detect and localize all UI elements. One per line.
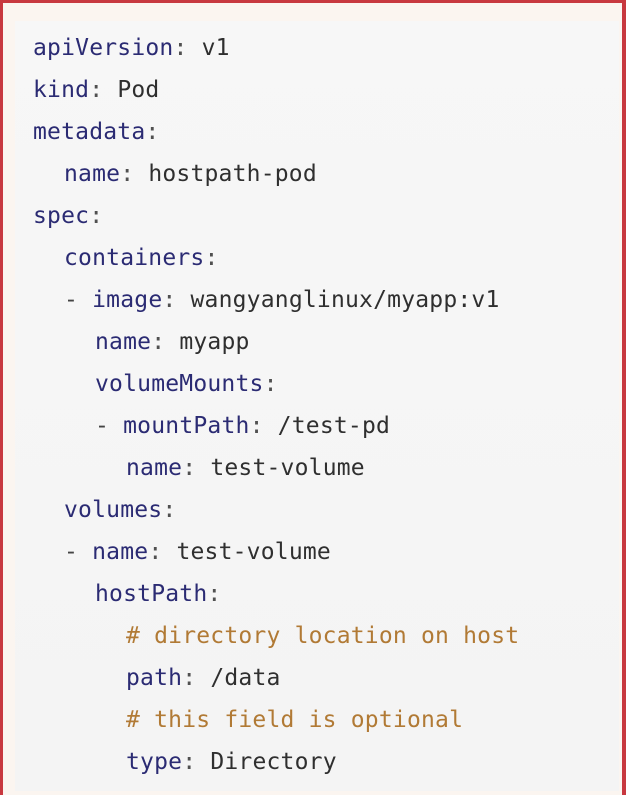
yaml-key: image xyxy=(92,287,163,313)
yaml-value: test-volume xyxy=(210,455,365,481)
yaml-colon: : xyxy=(263,371,278,397)
code-line-metadata-name: name: hostpath-pod xyxy=(64,159,317,189)
yaml-key: name xyxy=(126,455,183,481)
yaml-value: /data xyxy=(210,665,281,691)
yaml-colon: : xyxy=(182,749,211,775)
yaml-key: kind xyxy=(33,77,90,103)
code-line-volumemounts: volumeMounts: xyxy=(95,369,278,399)
yaml-colon: : xyxy=(151,329,180,355)
yaml-list-dash: - xyxy=(64,287,79,313)
yaml-key: containers xyxy=(64,245,205,271)
yaml-colon: : xyxy=(162,287,191,313)
yaml-list-dash: - xyxy=(64,539,79,565)
yaml-value: wangyanglinux/myapp:v1 xyxy=(190,287,500,313)
yaml-key: type xyxy=(126,749,183,775)
code-line-spec: spec: xyxy=(33,201,103,231)
yaml-value: /test-pd xyxy=(277,413,391,439)
code-line-kind: kind: Pod xyxy=(33,75,159,105)
yaml-key: volumes xyxy=(64,497,163,523)
yaml-comment: # directory location on host xyxy=(126,623,520,649)
yaml-code-block: apiVersion: v1 kind: Pod metadata: name:… xyxy=(15,21,619,791)
yaml-key: spec xyxy=(33,203,90,229)
yaml-key: name xyxy=(95,329,152,355)
yaml-key: name xyxy=(64,161,121,187)
yaml-colon: : xyxy=(162,497,177,523)
yaml-value: test-volume xyxy=(176,539,331,565)
yaml-colon: : xyxy=(145,119,160,145)
code-line-container-name: name: myapp xyxy=(95,327,250,357)
code-line-mount-name: name: test-volume xyxy=(126,453,365,483)
code-line-comment-optional: # this field is optional xyxy=(126,705,463,735)
yaml-colon: : xyxy=(89,203,104,229)
yaml-colon: : xyxy=(182,665,211,691)
yaml-colon: : xyxy=(204,245,219,271)
yaml-value: hostpath-pod xyxy=(148,161,317,187)
code-line-mountpath: - mountPath: /test-pd xyxy=(95,411,390,441)
slide-frame: apiVersion: v1 kind: Pod metadata: name:… xyxy=(3,3,622,795)
code-line-volume-name: - name: test-volume xyxy=(64,537,331,567)
yaml-colon: : xyxy=(173,35,202,61)
yaml-value: myapp xyxy=(179,329,250,355)
yaml-value: v1 xyxy=(201,35,230,61)
yaml-list-dash: - xyxy=(95,413,110,439)
code-line-comment-directory: # directory location on host xyxy=(126,621,519,651)
code-line-metadata: metadata: xyxy=(33,117,159,147)
yaml-colon: : xyxy=(182,455,211,481)
code-line-image: - image: wangyanglinux/myapp:v1 xyxy=(64,285,500,315)
yaml-colon: : xyxy=(120,161,149,187)
code-line-apiversion: apiVersion: v1 xyxy=(33,33,230,63)
yaml-colon: : xyxy=(148,539,177,565)
yaml-key: hostPath xyxy=(95,581,208,607)
yaml-key: apiVersion xyxy=(33,35,174,61)
yaml-key: volumeMounts xyxy=(95,371,264,397)
yaml-key: path xyxy=(126,665,183,691)
yaml-key: metadata xyxy=(33,119,146,145)
code-line-hostpath: hostPath: xyxy=(95,579,221,609)
yaml-key: mountPath xyxy=(123,413,250,439)
code-line-type: type: Directory xyxy=(126,747,337,777)
code-line-containers: containers: xyxy=(64,243,219,273)
yaml-colon: : xyxy=(89,77,118,103)
code-line-volumes: volumes: xyxy=(64,495,176,525)
yaml-colon: : xyxy=(249,413,278,439)
yaml-key: name xyxy=(92,539,149,565)
yaml-comment: # this field is optional xyxy=(126,707,464,733)
yaml-colon: : xyxy=(207,581,222,607)
code-line-path: path: /data xyxy=(126,663,281,693)
yaml-value: Directory xyxy=(210,749,337,775)
yaml-value: Pod xyxy=(117,77,160,103)
